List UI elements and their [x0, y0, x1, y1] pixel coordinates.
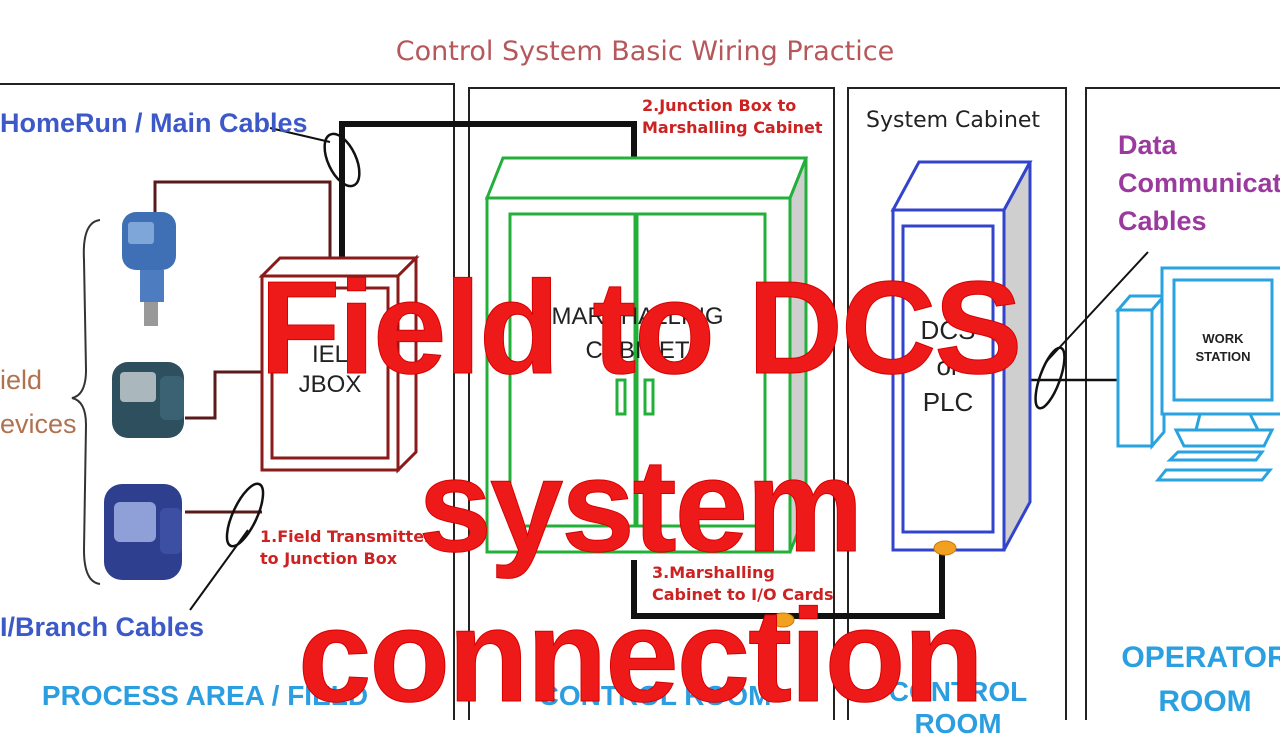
overlay-line-2: system: [418, 432, 864, 579]
step3-label-line2: Cabinet to I/O Cards: [652, 585, 834, 604]
jbox-label-line1: IEL: [311, 341, 349, 368]
marshalling-label-line1: MARSHALLING: [551, 303, 724, 330]
field-devices-label-line1: ield: [0, 365, 43, 395]
diagram-title: Control System Basic Wiring Practice: [395, 36, 895, 67]
workstation-label: WORK STATION: [1174, 330, 1272, 366]
step1-label-line1: 1.Field Transmitter: [260, 527, 432, 546]
overlay-line-3: connection: [297, 582, 984, 729]
branch-cables-label: I/Branch Cables: [0, 612, 205, 642]
step3-label-line1: 3.Marshalling: [652, 563, 775, 582]
step1-label-line2: to Junction Box: [260, 549, 398, 568]
wiring-diagram: [0, 83, 1280, 720]
transmitter-2: [112, 362, 184, 438]
dcs-label-line2: or: [936, 351, 960, 381]
transmitter-1: [122, 212, 176, 326]
field-devices-label-line2: evices: [0, 409, 77, 439]
cable-ellipses: [225, 132, 1066, 548]
marshalling-cabinet-label: MARSHALLING CABINET: [510, 300, 765, 368]
operator-room-line1: OPERATOR: [1121, 641, 1280, 674]
system-cabinet-label: System Cabinet: [866, 108, 1041, 133]
workstation-label-line2: STATION: [1195, 349, 1251, 364]
step2-label-line1: 2.Junction Box to: [642, 96, 797, 115]
control-room-label-1: CONTROL ROOM: [538, 680, 772, 711]
control-room-frame-1: [468, 87, 835, 720]
step2-label: 2.Junction Box to Marshalling Cabinet: [642, 95, 823, 139]
overlay-line-1: Field to DCS: [259, 254, 1023, 401]
workstation: [1114, 266, 1280, 482]
transmitter-3: [104, 484, 182, 580]
panel-frames: [0, 83, 1280, 720]
dcs-plc-label: DCS or PLC: [903, 312, 993, 420]
operator-room-label: OPERATOR ROOM: [1120, 636, 1280, 724]
connector-dots: [771, 540, 957, 628]
step2-label-line2: Marshalling Cabinet: [642, 118, 823, 137]
data-comm-label: Data Communication Cables: [1118, 126, 1280, 240]
workstation-label-line1: WORK: [1202, 331, 1244, 346]
process-area-frame: [0, 83, 455, 720]
step3-label: 3.Marshalling Cabinet to I/O Cards: [652, 562, 834, 606]
data-comm-label-line2: Communication: [1118, 168, 1280, 198]
operator-room-line2: ROOM: [1158, 685, 1252, 718]
step1-label: 1.Field Transmitter to Junction Box: [260, 526, 432, 570]
control-room-frame-2: [847, 87, 1067, 720]
dcs-label-line3: PLC: [922, 387, 974, 417]
junction-box: [258, 254, 420, 474]
field-devices-label: ield evices: [0, 358, 77, 446]
homerun-cables-label: HomeRun / Main Cables: [0, 108, 308, 138]
process-area-label: PROCESS AREA / FIELD: [41, 680, 369, 711]
dcs-label-line1: DCS: [920, 315, 976, 345]
marshalling-label-line2: CABINET: [585, 337, 690, 364]
field-devices-brace: [71, 219, 101, 585]
data-comm-label-line1: Data: [1118, 130, 1177, 160]
marshalling-cabinet: [484, 156, 809, 554]
jbox-label: IEL JBOX: [272, 340, 388, 400]
jbox-label-line2: JBOX: [298, 371, 362, 398]
data-comm-label-line3: Cables: [1118, 206, 1207, 236]
dcs-cabinet: [890, 160, 1033, 552]
operator-room-frame: [1085, 87, 1280, 720]
